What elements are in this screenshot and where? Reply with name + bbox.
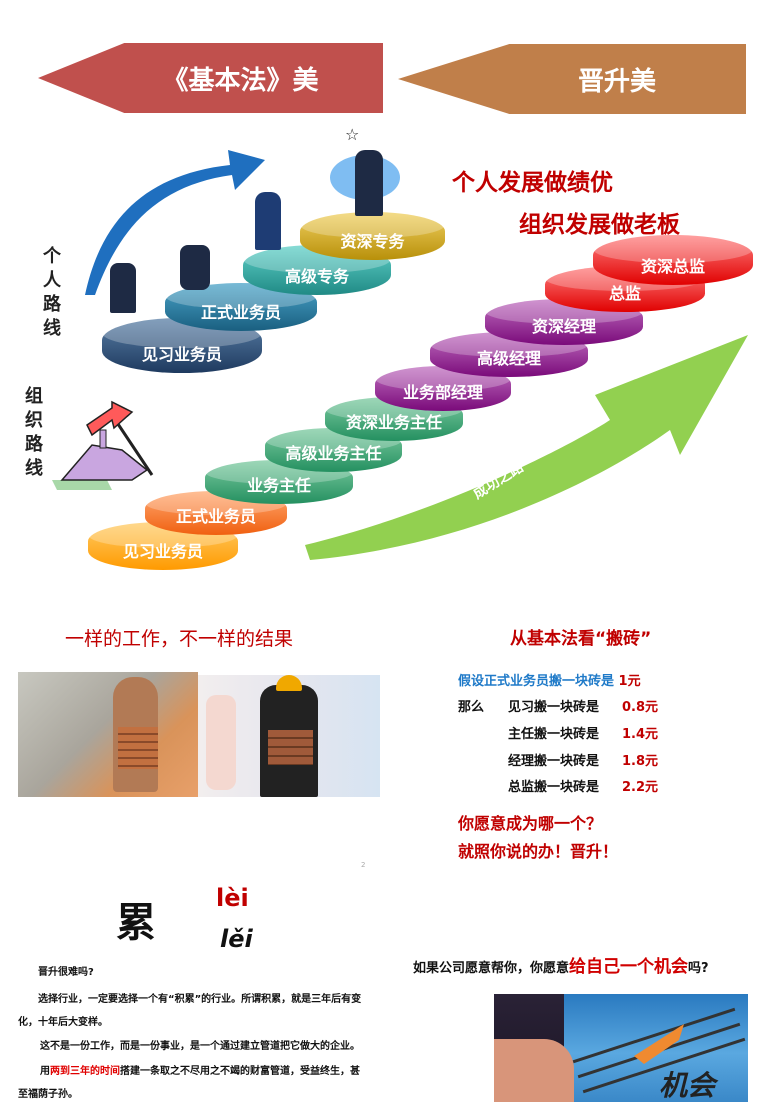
bricks-assumption: 假设正式业务员搬一块砖是 1元: [458, 670, 641, 689]
pipeline-pre: 用: [40, 1066, 50, 1077]
pipeline-post: 搭建一条取之不尽用之不竭的财富管道，受益终生，甚: [120, 1066, 360, 1077]
chance-pre: 如果公司愿意帮你，你愿意: [413, 961, 570, 976]
star-icon: ☆: [345, 125, 360, 144]
businessman-figure-icon: [355, 150, 383, 216]
photo-man-in-hardhat-carrying-bricks: [198, 675, 380, 797]
step-label: 正式业务员: [175, 507, 256, 526]
banner-promotion: 晋升美: [398, 44, 746, 114]
banner-left-label: 《基本法》美: [162, 65, 319, 96]
personal-route-label: 个人路线: [40, 245, 64, 341]
pinyin-lei-3: lěi: [220, 925, 253, 953]
photo-archery-chance: 机会: [494, 994, 748, 1102]
brick-row-value: 1.8元: [622, 754, 659, 769]
step-label: 高级业务主任: [285, 444, 382, 463]
org-step-6: 业务部经理: [375, 366, 511, 411]
chance-question: 如果公司愿意帮你，你愿意给自己一个机会吗?: [413, 952, 709, 977]
step-label: 资深专务: [340, 232, 405, 251]
success-arrow-icon: [305, 335, 748, 560]
step-label: 正式业务员: [200, 303, 281, 322]
pipeline-highlight: 两到三年的时间: [50, 1066, 120, 1077]
bricks-icon: [268, 730, 313, 765]
page-number: 2: [361, 861, 366, 869]
pinyin-lei-4: lèi: [216, 884, 249, 912]
step-label: 高级经理: [476, 349, 541, 368]
bricks-prefix: 那么: [458, 700, 485, 715]
paragraph-industry: 选择行业，一定要选择一个有“积累”的行业。所谓积累，就是三年后有变: [38, 994, 362, 1005]
photo-boy-carrying-bricks: [18, 672, 198, 797]
brick-row-label: 见习搬一块砖是: [508, 700, 600, 715]
chance-post: 吗?: [688, 961, 709, 976]
businessman-figure-icon: [110, 263, 136, 313]
lei-character: 累: [116, 900, 156, 946]
personal-route-text: 个人路线: [43, 246, 61, 339]
signpost-figure-icon: [52, 400, 154, 490]
slogan-organization: 组织发展做老板: [519, 212, 680, 238]
brick-row-value: 1.4元: [622, 727, 659, 742]
step-label: 资深经理: [531, 317, 596, 336]
brick-row-value: 2.2元: [622, 780, 659, 795]
paragraph-career: 这不是一份工作，而是一份事业，是一个通过建立管道把它做大的企业。: [40, 1041, 360, 1052]
brick-row-label: 总监搬一块砖是: [508, 780, 600, 795]
paragraph-industry-cont: 化，十年后大变样。: [18, 1017, 108, 1028]
step-label: 业务部经理: [402, 383, 483, 402]
person-silhouette-icon: [206, 695, 236, 790]
bricks-icon: [118, 727, 158, 769]
chance-image-text: 机会: [659, 1069, 716, 1102]
step-label: 高级专务: [284, 267, 349, 286]
paragraph-question: 晋升很难吗?: [38, 967, 94, 978]
assumption-text: 假设正式业务员搬一块砖是: [458, 674, 615, 689]
businessman-figure-icon: [180, 245, 210, 290]
same-work-title: 一样的工作，不一样的结果: [65, 628, 294, 650]
brick-row-value: 0.8元: [622, 700, 659, 715]
hardhat-icon: [276, 675, 302, 691]
org-step-1: 见习业务员: [88, 522, 238, 570]
org-route-label: 组织路线: [22, 385, 46, 481]
bricks-answer: 就照你说的办！晋升！: [458, 842, 619, 861]
step-label: 见习业务员: [122, 542, 203, 561]
org-step-10: 资深总监: [593, 235, 753, 285]
step-label: 资深业务主任: [345, 413, 442, 432]
banner-right-label: 晋升美: [577, 66, 656, 97]
chance-highlight: 给自己一个机会: [569, 957, 689, 977]
step-label: 资深总监: [640, 257, 705, 276]
personal-step-4: 资深专务: [300, 212, 445, 260]
paragraph-pipeline-cont: 至福荫子孙。: [18, 1089, 78, 1100]
org-route-text: 组织路线: [25, 386, 43, 479]
step-label: 总监: [608, 284, 641, 303]
paragraph-pipeline: 用两到三年的时间搭建一条取之不尽用之不竭的财富管道，受益终生，甚: [40, 1062, 360, 1077]
businessman-figure-icon: [255, 192, 281, 250]
step-label: 业务主任: [246, 476, 311, 495]
banner-basic-law: 《基本法》美: [38, 43, 383, 113]
slogan-personal: 个人发展做绩优: [452, 170, 613, 196]
assumption-value: 1元: [618, 674, 641, 689]
brick-row-label: 经理搬一块砖是: [508, 754, 600, 769]
blue-curved-arrow-icon: [85, 150, 265, 295]
bricks-title: 从基本法看“搬砖”: [510, 629, 652, 649]
brick-row-label: 主任搬一块砖是: [508, 727, 600, 742]
step-label: 见习业务员: [141, 345, 222, 364]
bricks-question: 你愿意成为哪一个？: [458, 814, 603, 833]
hand-icon: [494, 1039, 574, 1102]
